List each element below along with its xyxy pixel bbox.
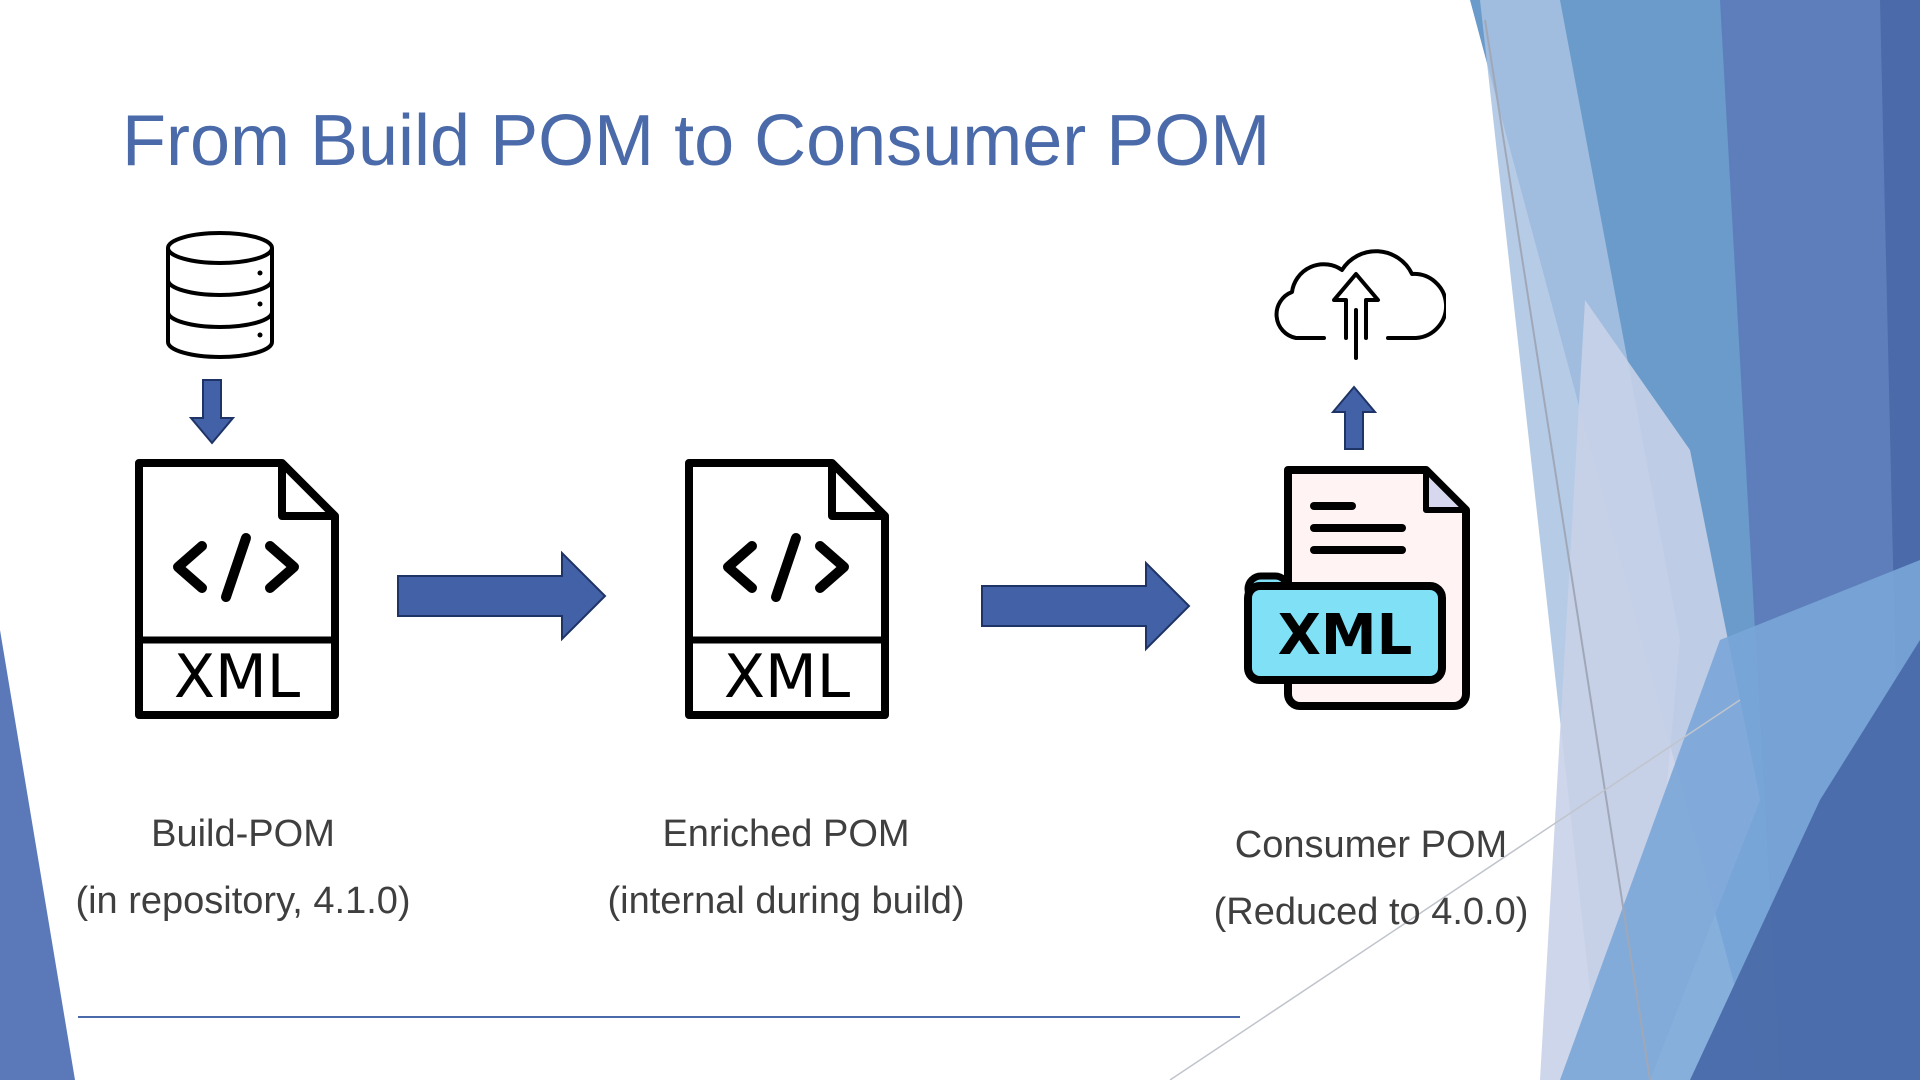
footer-divider (78, 1016, 1240, 1018)
node-name: Consumer POM (1234, 824, 1508, 866)
arrow-right-icon (981, 560, 1191, 652)
database-icon (166, 231, 274, 359)
node-note: (internal during build) (607, 880, 965, 922)
node-name: Enriched POM (662, 813, 910, 855)
node-name: Build-POM (151, 813, 335, 855)
xml-label: XML (1278, 603, 1413, 668)
enriched-pom-file-icon: XML (685, 459, 889, 719)
cloud-upload-icon (1274, 249, 1446, 360)
slide-title: From Build POM to Consumer POM (122, 101, 1271, 181)
arrow-up-icon (1330, 385, 1378, 450)
node-note: (in repository, 4.1.0) (75, 880, 411, 922)
node-note: (Reduced to 4.0.0) (1213, 891, 1529, 933)
node-caption-enriched-pom: Enriched POM (internal during build) (608, 813, 965, 923)
node-caption-build-pom: Build-POM (in repository, 4.1.0) (75, 813, 410, 923)
build-pom-file-icon: XML (135, 459, 339, 719)
xml-label: XML (724, 642, 851, 712)
arrow-down-icon (188, 379, 236, 445)
node-caption-consumer-pom: Consumer POM (Reduced to 4.0.0) (1214, 824, 1529, 934)
arrow-right-icon (397, 550, 607, 642)
xml-label: XML (174, 642, 301, 712)
consumer-pom-xml-document-icon: XML (1244, 466, 1470, 710)
